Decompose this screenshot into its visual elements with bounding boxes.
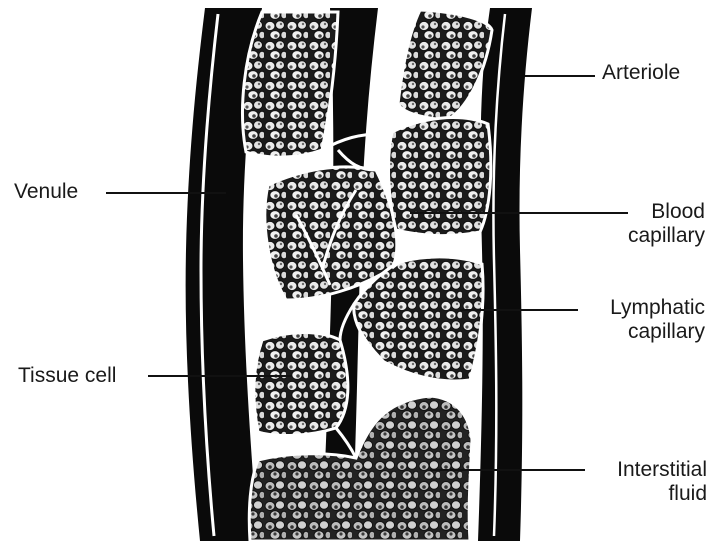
label-venule: Venule [14,180,78,204]
label-blood-capillary-line1: Blood [590,200,705,224]
label-lymphatic-capillary-line1: Lymphatic [583,296,705,320]
tissue-cluster-top-right [398,10,492,120]
label-tissue-cell: Tissue cell [18,364,116,388]
label-arteriole: Arteriole [602,61,680,85]
label-lymphatic-capillary-line2: capillary [583,320,705,344]
tissue-cluster-bottom-left [254,333,348,436]
tissue-cluster-right-middle [389,118,491,236]
label-blood-capillary-line2: capillary [590,224,705,248]
label-blood-capillary: Blood capillary [590,200,705,248]
tissue-cluster-top-left [243,12,338,157]
label-interstitial-fluid-line2: fluid [585,482,707,506]
label-interstitial-fluid-line1: Interstitial [585,458,707,482]
label-lymphatic-capillary: Lymphatic capillary [583,296,705,344]
arteriole-vessel [478,8,532,541]
label-interstitial-fluid: Interstitial fluid [585,458,707,506]
